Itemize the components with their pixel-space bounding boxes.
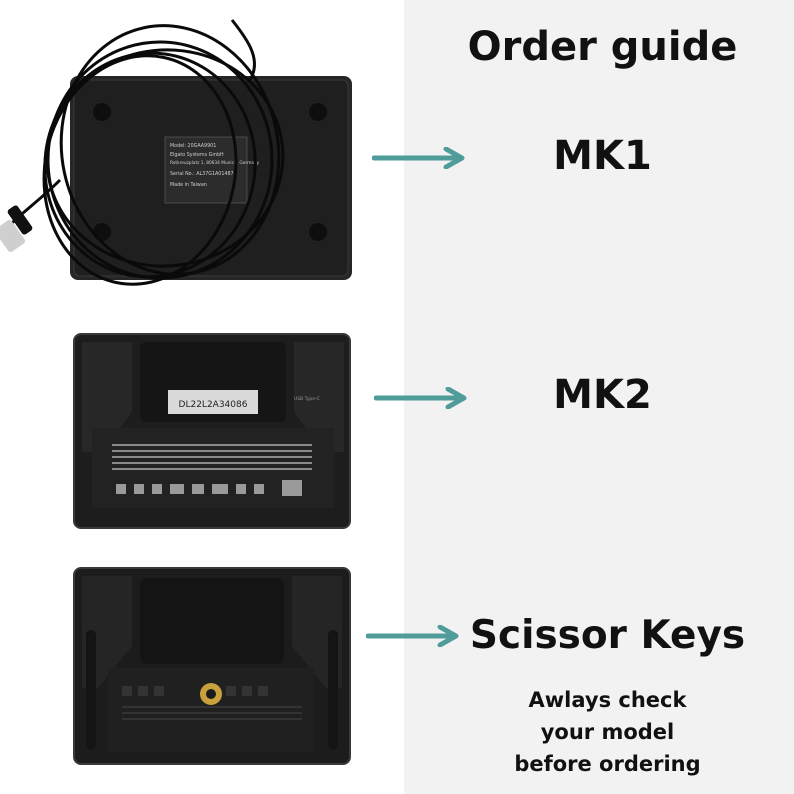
order-guide-panel: [404, 0, 794, 794]
mk1-label-line: Serial No.: AL37G1A01487: [170, 171, 234, 177]
model-label-scissor-keys: Scissor Keys: [469, 613, 746, 658]
arrow-right-icon: [372, 147, 465, 169]
order-note-line: your model: [540, 720, 675, 744]
order-note-line: Awlays check: [528, 688, 687, 712]
mk1-label-line: Made in Taiwan: [170, 182, 207, 188]
order-guide-title: Order guide: [467, 24, 738, 70]
mk1-label-line: Model: 20GAA9901: [170, 143, 216, 149]
mk2-device-photo: DL22L2A34086 USB Type-C: [73, 333, 351, 529]
mk1-device-photo: Model: 20GAA9901 Elgato Systems GmbH Rot…: [0, 19, 352, 286]
order-note-line: before ordering: [514, 752, 701, 776]
arrow-right-icon: [366, 625, 459, 647]
mk1-label-line: Rotkreuzplatz 1, 80634 Munich, Germany: [170, 160, 260, 166]
order-note: Awlays check your model before ordering: [490, 684, 725, 780]
mk2-port-label: USB Type-C: [294, 396, 320, 402]
mk1-label-line: Elgato Systems GmbH: [170, 152, 224, 158]
arrow-right-icon: [374, 387, 467, 409]
model-label-mk2: MK2: [553, 372, 652, 418]
mk2-serial-tag: DL22L2A34086: [179, 400, 248, 410]
model-label-mk1: MK1: [553, 133, 652, 179]
scissor-keys-device-photo: [73, 567, 351, 765]
